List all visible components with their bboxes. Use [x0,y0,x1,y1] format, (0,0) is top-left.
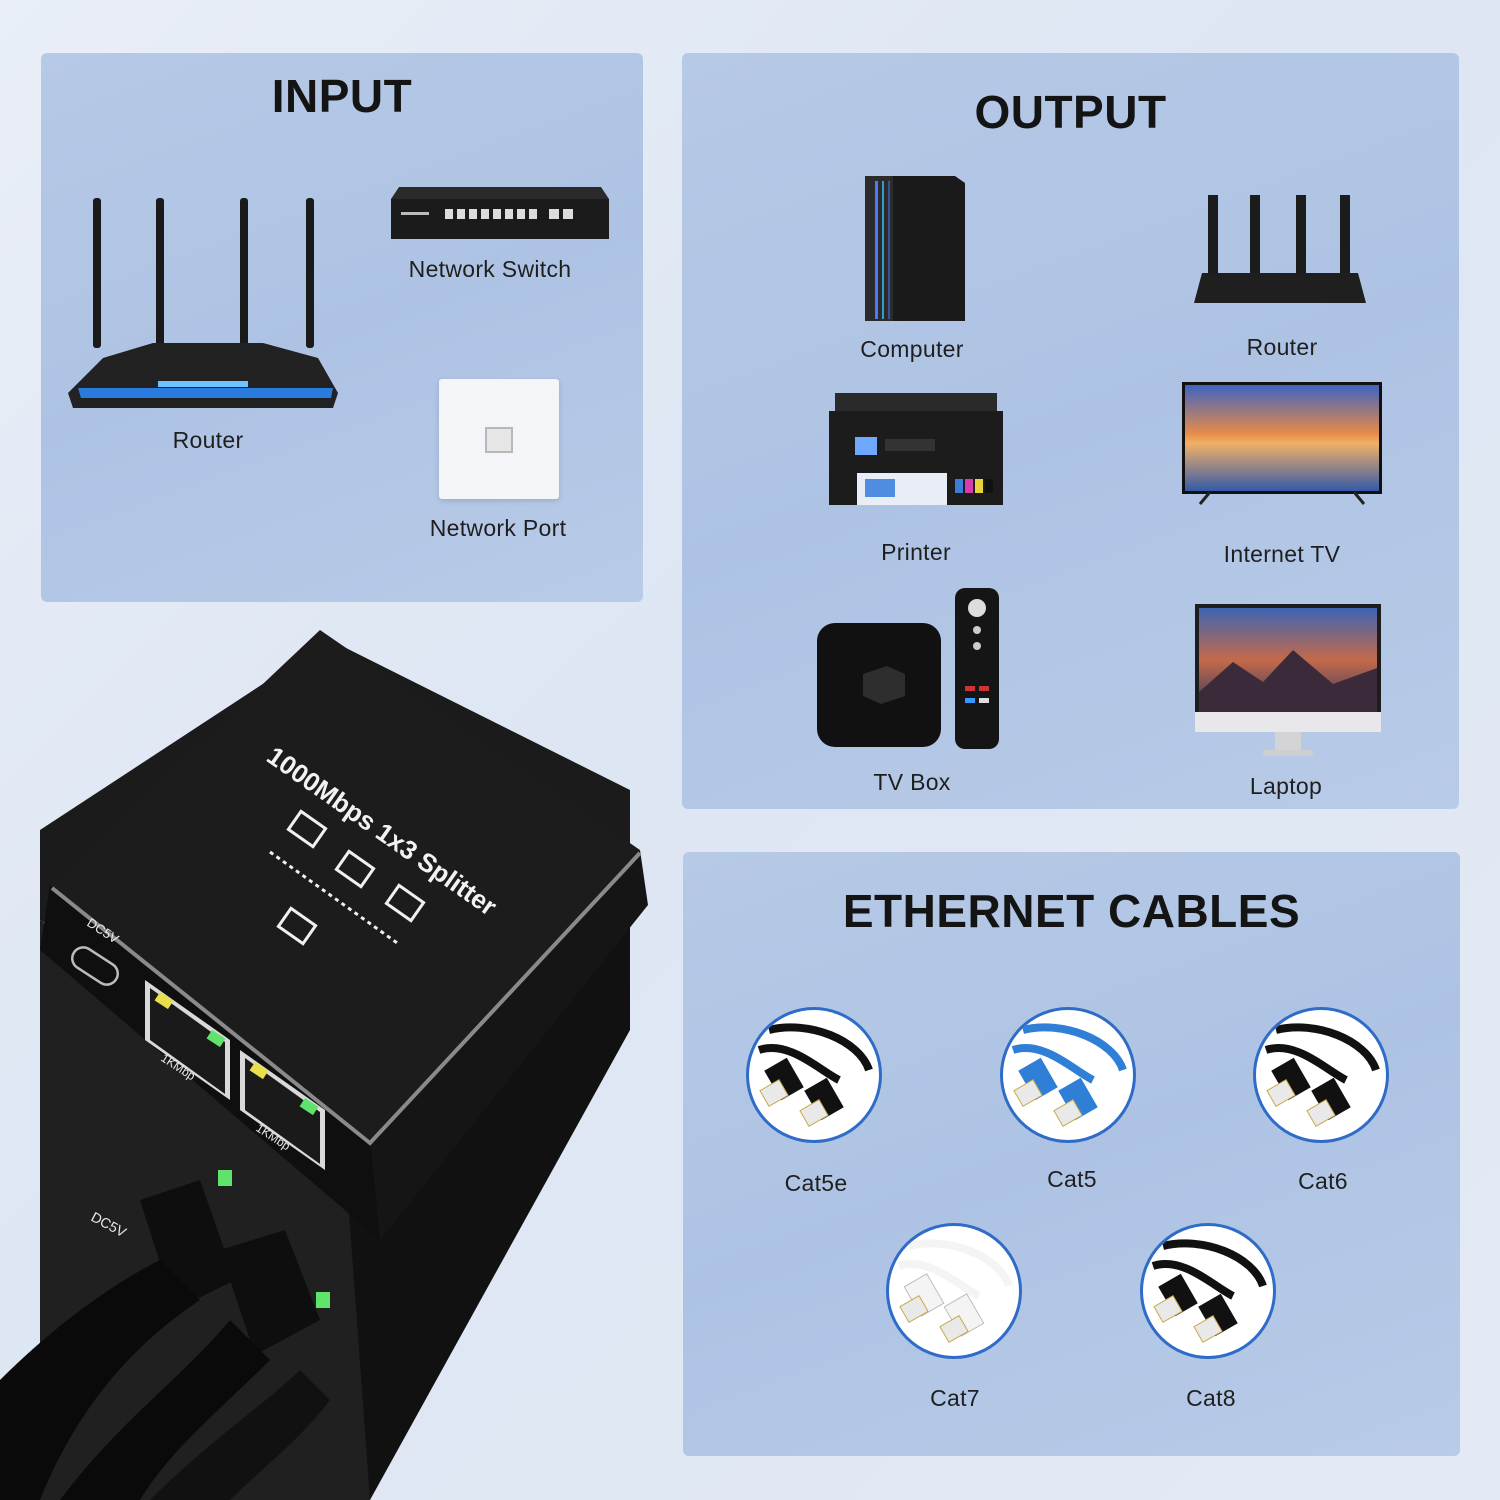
tv-icon [1182,382,1382,505]
network-switch-icon [391,187,609,239]
output-panel: OUTPUT Computer Router Printer [682,53,1459,809]
computer-icon [865,176,965,321]
cable-cat6-image [1253,1007,1389,1143]
cables-title: ETHERNET CABLES [842,885,1301,937]
network-port-label: Network Port [429,515,567,541]
tv-box-label: TV Box [873,769,951,795]
input-panel: INPUT Router Network Switch Network Port [41,53,643,602]
tv-box-icon [817,588,999,749]
laptop-label: Laptop [1249,773,1323,799]
cable-cat5-label: Cat5 [1047,1166,1097,1192]
cable-thumbnail [1151,1239,1267,1343]
network-diagram-icon [269,809,426,947]
cable-thumbnail [757,1023,873,1127]
router-label: Router [172,427,244,453]
network-port-icon [439,379,559,499]
cable-thumbnail [897,1239,1013,1343]
input-title: INPUT [271,70,413,122]
router-output-icon [1194,195,1366,303]
laptop-icon [1195,604,1381,756]
cable-cat7-image [886,1223,1022,1359]
router-output-label: Router [1246,334,1318,360]
cables-panel: ETHERNET CABLES Cat5e Cat5 Cat6 Cat7 Cat… [683,852,1460,1456]
printer-icon [829,393,1003,505]
cable-cat5e-image [746,1007,882,1143]
cable-thumbnail [1011,1023,1127,1127]
internet-tv-label: Internet TV [1223,541,1341,567]
splitter-device-illustration: plitter DC5V DC5V 1KMbp 1KMbp 1000Mbps 1… [0,630,648,1500]
cable-cat8-label: Cat8 [1186,1385,1236,1411]
output-title: OUTPUT [974,86,1167,138]
cable-cat6-label: Cat6 [1298,1168,1348,1194]
front-splitter-unit: DC5V 1KMbp 1KMbp 1000Mbps 1x3 Splitter [40,630,648,1240]
cable-cat5-image [1000,1007,1136,1143]
cable-cat7-label: Cat7 [930,1385,980,1411]
printer-label: Printer [881,539,951,565]
computer-label: Computer [860,336,964,362]
cable-cat5e-label: Cat5e [784,1170,848,1196]
cable-cat8-image [1140,1223,1276,1359]
router-icon [68,198,338,408]
cable-thumbnail [1264,1023,1380,1127]
network-switch-label: Network Switch [408,256,572,282]
